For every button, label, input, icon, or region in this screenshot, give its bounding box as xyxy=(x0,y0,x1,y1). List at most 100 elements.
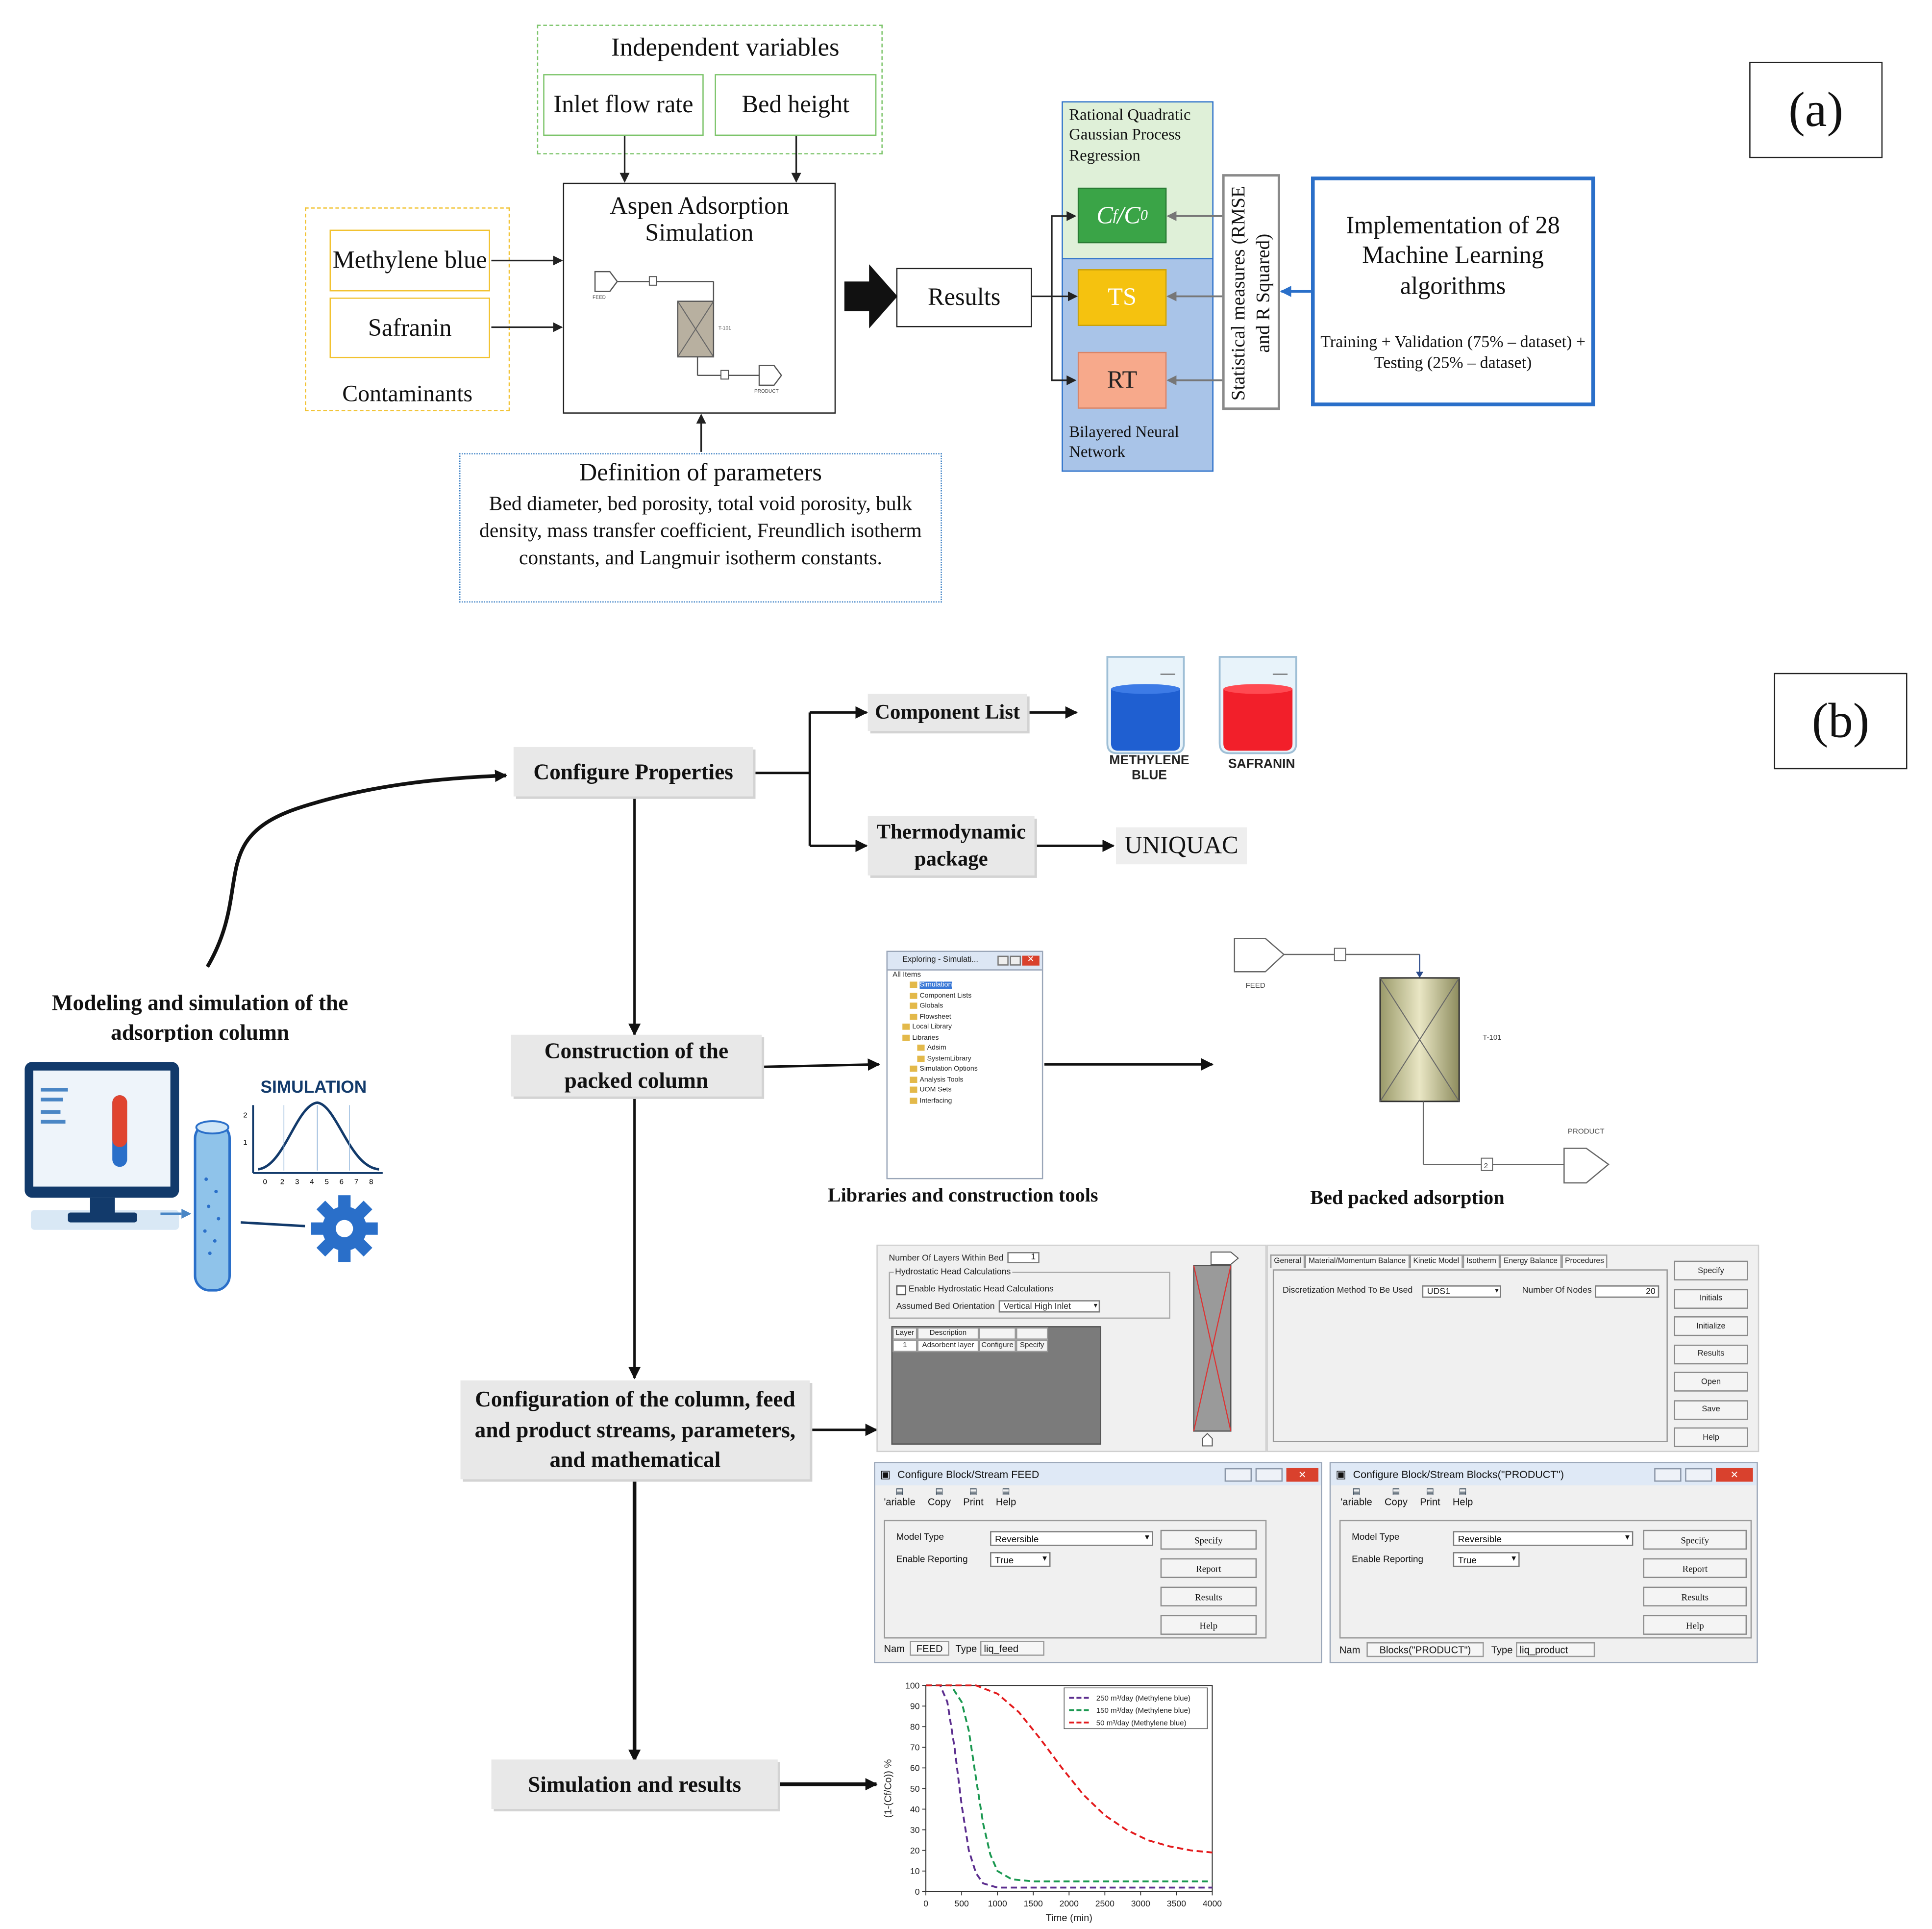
panel-a-label: (a) xyxy=(1749,61,1883,158)
bed-product-tag: PRODUCT xyxy=(1568,1127,1605,1135)
feed-specify-button[interactable]: Specify xyxy=(1160,1529,1257,1550)
general-open-button[interactable]: Open xyxy=(1674,1372,1748,1392)
feed-reporting-value: True xyxy=(995,1553,1014,1565)
chevron-down-icon[interactable]: ▾ xyxy=(1625,1533,1630,1542)
layer-config-panel: Number Of Layers Within Bed 1 Hydrostati… xyxy=(876,1244,1267,1453)
feed-report-button[interactable]: Report xyxy=(1160,1558,1257,1578)
feed-model-type-label: Model Type xyxy=(896,1531,944,1542)
product-name-value: Blocks("PRODUCT") xyxy=(1366,1642,1484,1657)
chevron-down-icon[interactable]: ▾ xyxy=(1495,1288,1499,1296)
explorer-tree-item[interactable]: Globals xyxy=(892,1002,1038,1012)
tab-0[interactable]: General xyxy=(1270,1254,1305,1268)
general-save-button[interactable]: Save xyxy=(1674,1400,1748,1420)
general-initialize-button[interactable]: Initialize xyxy=(1674,1316,1748,1336)
maximize-icon[interactable] xyxy=(1255,1468,1283,1482)
disc-method-label: Discretization Method To Be Used xyxy=(1283,1286,1413,1296)
folder-icon xyxy=(902,1034,910,1041)
explorer-tree-label: Local Library xyxy=(912,1024,952,1031)
layer-col-desc: Description xyxy=(917,1327,979,1340)
x-tick-label: 500 xyxy=(954,1899,969,1908)
feed-toolbar-0[interactable]: ▤'ariable xyxy=(884,1488,915,1507)
explorer-tree-item[interactable]: Simulation xyxy=(892,980,1038,991)
chevron-down-icon[interactable]: ▾ xyxy=(1093,1303,1098,1310)
explorer-tree-item[interactable]: Libraries xyxy=(892,1033,1038,1043)
folder-icon xyxy=(910,1013,917,1020)
general-initials-button[interactable]: Initials xyxy=(1674,1288,1748,1308)
general-results-button[interactable]: Results xyxy=(1674,1344,1748,1364)
layer-configure-button[interactable]: Configure xyxy=(979,1339,1016,1353)
explorer-tree-item[interactable]: Local Library xyxy=(892,1023,1038,1033)
product-toolbar-1[interactable]: ▤Copy xyxy=(1385,1488,1408,1507)
tab-5[interactable]: Procedures xyxy=(1561,1254,1608,1268)
y-tick-label: 20 xyxy=(910,1846,920,1855)
y-tick-label: 90 xyxy=(910,1702,920,1711)
bed-caption: Bed packed adsorption xyxy=(1310,1188,1505,1209)
explorer-tree-item[interactable]: SystemLibrary xyxy=(892,1054,1038,1064)
product-results-button[interactable]: Results xyxy=(1643,1586,1747,1606)
explorer-title: Exploring - Simulati... xyxy=(902,955,978,965)
product-specify-button[interactable]: Specify xyxy=(1643,1529,1747,1550)
toolbar-label: Copy xyxy=(1384,1496,1408,1508)
close-icon[interactable]: ✕ xyxy=(1286,1468,1319,1482)
feed-model-type-select[interactable]: Reversible▾ xyxy=(990,1531,1153,1546)
product-report-button[interactable]: Report xyxy=(1643,1558,1747,1578)
chevron-down-icon[interactable]: ▾ xyxy=(1042,1554,1047,1563)
tab-3[interactable]: Isotherm xyxy=(1462,1254,1500,1268)
tab-1[interactable]: Material/Momentum Balance xyxy=(1305,1254,1410,1268)
feed-toolbar-3[interactable]: ▤Help xyxy=(996,1488,1016,1507)
layer-specify-button[interactable]: Specify xyxy=(1016,1339,1048,1353)
bed-feed-tag: FEED xyxy=(1245,981,1265,990)
explorer-tree-item[interactable]: Interfacing xyxy=(892,1096,1038,1106)
minimize-icon[interactable] xyxy=(997,955,1009,966)
explorer-tree-item[interactable]: UOM Sets xyxy=(892,1085,1038,1096)
bed-height-box: Bed height xyxy=(715,74,877,136)
tab-4[interactable]: Energy Balance xyxy=(1500,1254,1561,1268)
close-icon[interactable]: ✕ xyxy=(1716,1468,1753,1482)
chevron-down-icon[interactable]: ▾ xyxy=(1511,1554,1516,1563)
enable-hydro-checkbox[interactable] xyxy=(896,1285,906,1296)
product-reporting-value: True xyxy=(1458,1553,1477,1565)
toolbar-label: 'ariable xyxy=(1340,1496,1372,1508)
series-line-1 xyxy=(926,1684,1213,1882)
maximize-icon[interactable] xyxy=(1010,955,1021,966)
product-toolbar-2[interactable]: ▤Print xyxy=(1420,1488,1440,1507)
feed-toolbar-2[interactable]: ▤Print xyxy=(963,1488,983,1507)
product-reporting-label: Enable Reporting xyxy=(1352,1553,1424,1565)
explorer-tree-item[interactable]: Flowsheet xyxy=(892,1012,1038,1022)
orientation-select[interactable]: Vertical High Inlet▾ xyxy=(998,1300,1100,1313)
methylene-blue-box: Methylene blue xyxy=(329,229,490,292)
product-help-button[interactable]: Help xyxy=(1643,1615,1747,1635)
contaminants-label: Contaminants xyxy=(342,381,473,408)
explorer-tree-item[interactable]: Simulation Options xyxy=(892,1064,1038,1075)
maximize-icon[interactable] xyxy=(1685,1468,1712,1482)
explorer-tree-item[interactable]: Component Lists xyxy=(892,991,1038,1001)
y-tick-label: 60 xyxy=(910,1763,920,1773)
product-toolbar-0[interactable]: ▤'ariable xyxy=(1340,1488,1372,1507)
aspen-feed-tag: FEED xyxy=(593,295,606,301)
feed-reporting-select[interactable]: True ▾ xyxy=(990,1552,1051,1567)
num-nodes-input[interactable]: 20 xyxy=(1595,1285,1660,1298)
minimize-icon[interactable] xyxy=(1654,1468,1682,1482)
product-model-type-select[interactable]: Reversible▾ xyxy=(1453,1531,1634,1546)
feed-help-button[interactable]: Help xyxy=(1160,1615,1257,1635)
product-reporting-select[interactable]: True ▾ xyxy=(1453,1552,1520,1567)
feed-results-button[interactable]: Results xyxy=(1160,1586,1257,1606)
gear-icon xyxy=(311,1195,378,1262)
explorer-tree-item[interactable]: Adsim xyxy=(892,1043,1038,1053)
chevron-down-icon[interactable]: ▾ xyxy=(1145,1533,1150,1542)
close-icon[interactable]: ✕ xyxy=(1022,955,1040,966)
sim-tick-3: 3 xyxy=(295,1178,299,1186)
gpr-label: Rational Quadratic Gaussian Process Regr… xyxy=(1069,105,1191,164)
general-help-button[interactable]: Help xyxy=(1674,1427,1748,1448)
minimize-icon[interactable] xyxy=(1224,1468,1252,1482)
disc-method-select[interactable]: UDS1▾ xyxy=(1422,1285,1501,1298)
tab-2[interactable]: Kinetic Model xyxy=(1409,1254,1463,1268)
general-specify-button[interactable]: Specify xyxy=(1674,1260,1748,1280)
toolbar-label: Print xyxy=(1420,1496,1440,1508)
explorer-tree-item[interactable]: Analysis Tools xyxy=(892,1075,1038,1085)
product-toolbar-3[interactable]: ▤Help xyxy=(1453,1488,1473,1507)
num-layers-input[interactable]: 1 xyxy=(1007,1252,1040,1263)
explorer-tree-label: UOM Sets xyxy=(919,1086,952,1094)
feed-toolbar-1[interactable]: ▤Copy xyxy=(928,1488,951,1507)
